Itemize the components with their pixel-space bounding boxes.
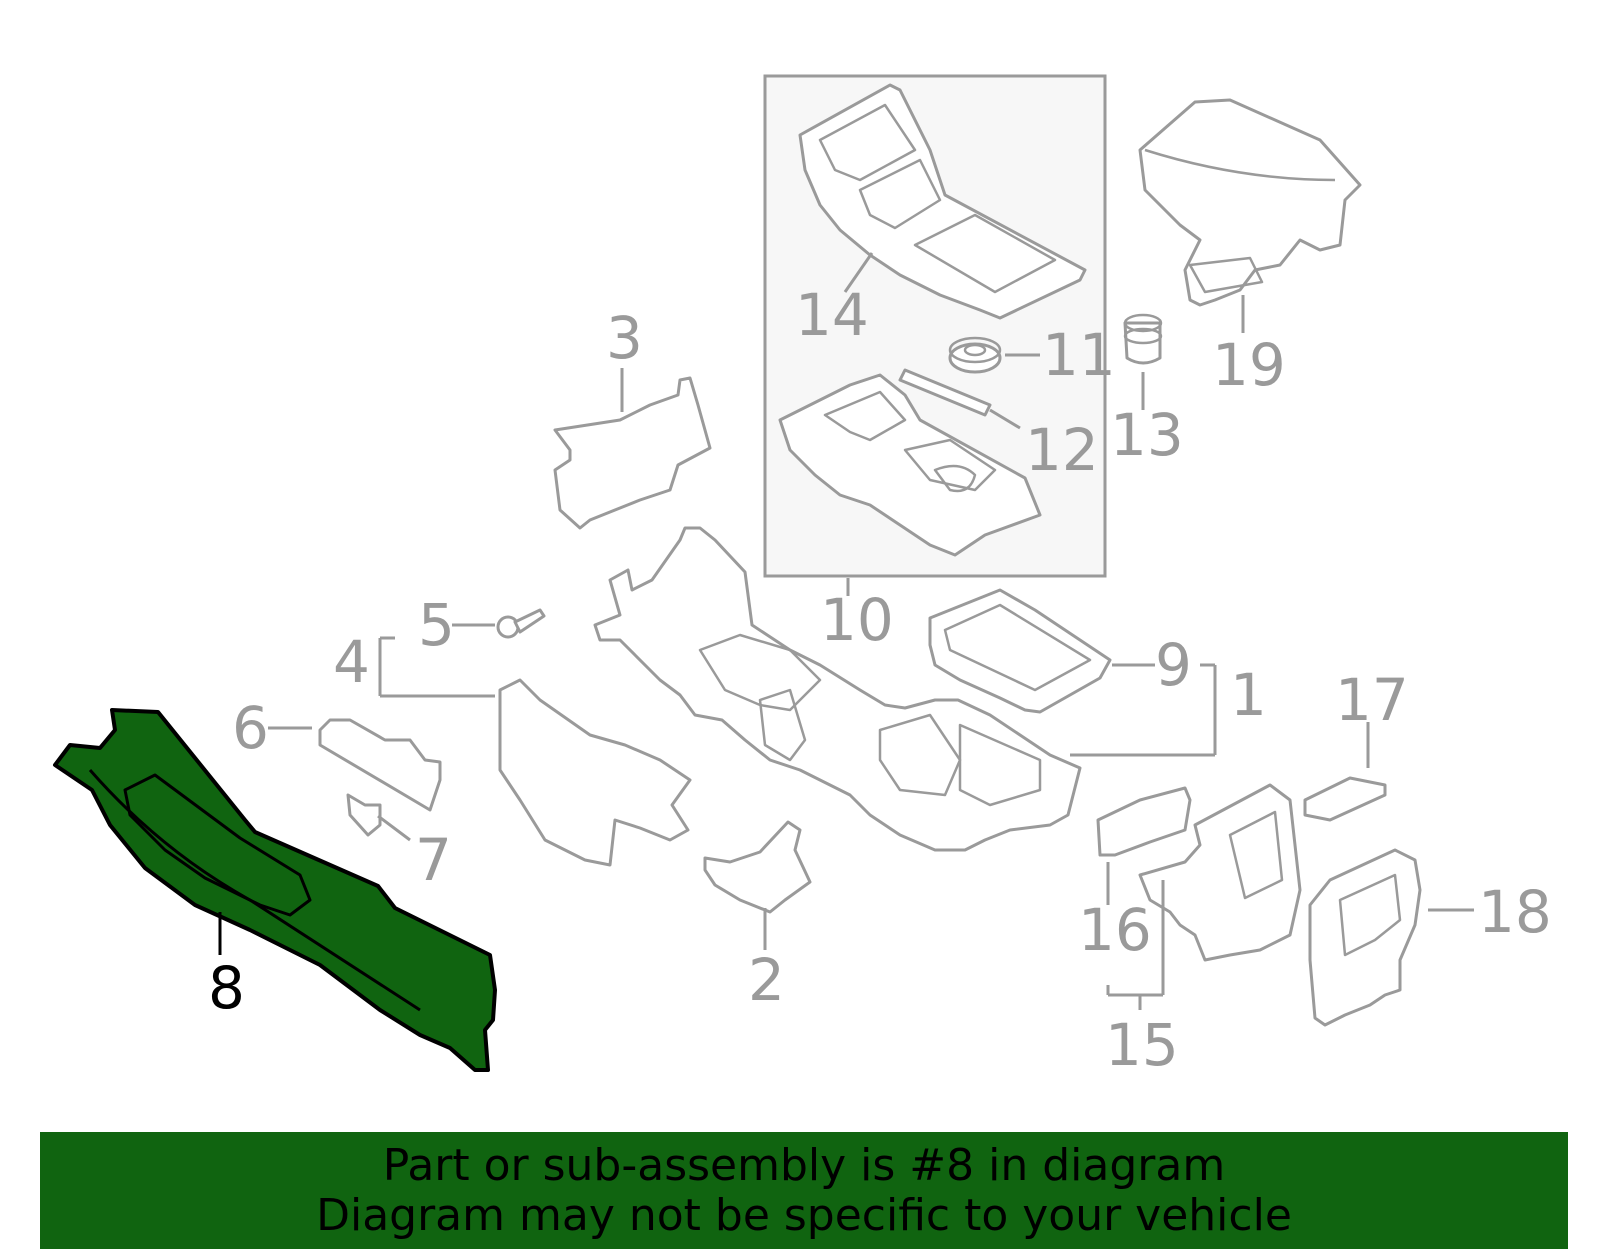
leader-lines [218,252,1474,1010]
label-17: 17 [1335,666,1409,734]
part-15-shape[interactable] [1138,783,1302,962]
part-11-shape[interactable] [948,336,1002,374]
part-17-shape[interactable] [1303,776,1387,822]
label-19: 19 [1212,331,1286,399]
part-9-shape[interactable] [928,588,1112,714]
label-3: 3 [606,304,643,372]
label-15: 15 [1105,1011,1179,1079]
label-1: 1 [1230,661,1267,729]
part-8-shape[interactable] [53,708,497,1072]
part-10-shape[interactable] [778,373,1042,557]
label-4: 4 [333,628,370,696]
label-2: 2 [748,946,785,1014]
info-banner: Part or sub-assembly is #8 in diagram Di… [40,1132,1568,1249]
part-1-shape[interactable] [593,526,1082,852]
part-13-shape[interactable] [1123,313,1163,365]
label-5: 5 [418,591,455,659]
label-11: 11 [1042,321,1116,389]
part-16-shape[interactable] [1096,786,1192,857]
label-14: 14 [795,281,869,349]
part-19-shape[interactable] [1138,98,1362,307]
label-8: 8 [208,954,245,1022]
banner-line-1: Part or sub-assembly is #8 in diagram [382,1139,1226,1191]
part-7-shape[interactable] [346,793,382,837]
part-6-shape[interactable] [318,718,442,812]
banner-line-2: Diagram may not be specific to your vehi… [316,1189,1292,1241]
label-10: 10 [820,586,894,654]
part-3-shape[interactable] [553,376,712,530]
label-16: 16 [1078,896,1152,964]
part-4-shape[interactable] [498,678,692,867]
label-6: 6 [232,694,269,762]
part-14-shape[interactable] [798,83,1087,320]
label-13: 13 [1110,401,1184,469]
part-5-shape[interactable] [496,608,546,639]
label-12: 12 [1025,416,1099,484]
part-2-shape[interactable] [703,820,812,914]
part-18-shape[interactable] [1308,848,1422,1027]
label-9: 9 [1155,631,1192,699]
label-7: 7 [415,826,452,894]
label-18: 18 [1478,878,1552,946]
part-12-shape[interactable] [898,368,992,417]
